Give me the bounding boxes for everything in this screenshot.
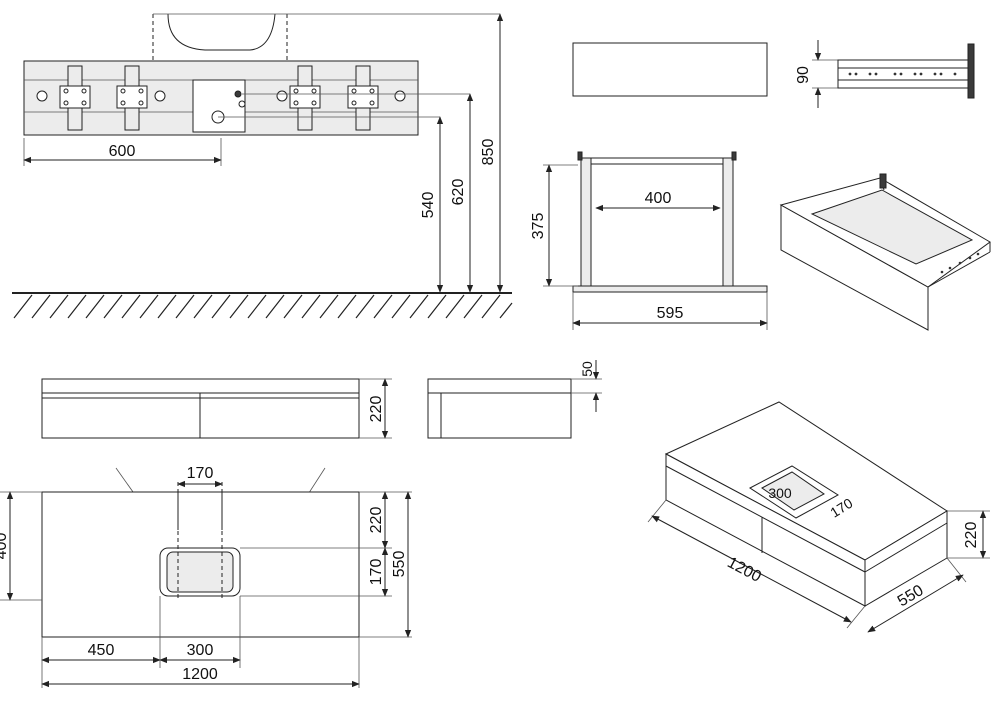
floor-hatch — [13, 294, 513, 319]
dim-620: 620 — [450, 179, 467, 206]
dim-1200-iso: 1200 — [724, 554, 763, 586]
vanity-isometric-view: 300 170 220 1200 550 — [647, 401, 990, 633]
drawer-side-view: 90 — [795, 40, 975, 108]
frame-section-view: 400 375 595 — [530, 151, 768, 330]
drawer-front-view — [572, 42, 768, 97]
dim-300-iso: 300 — [768, 485, 792, 501]
vanity-plan-view: 170 400 220 170 550 450 300 1200 — [0, 465, 412, 688]
bracket-1 — [59, 65, 91, 131]
dim-1200-plan: 1200 — [182, 666, 218, 683]
dim-375: 375 — [530, 213, 547, 240]
dim-450: 450 — [88, 642, 115, 659]
dim-90: 90 — [795, 66, 812, 84]
vanity-front-view: 220 — [41, 378, 392, 439]
dim-170-plan: 170 — [368, 559, 385, 586]
dim-600: 600 — [109, 143, 136, 160]
vanity-side-view: 50 — [427, 360, 602, 439]
drawer-isometric-view — [779, 173, 991, 331]
dim-220-iso: 220 — [963, 522, 980, 549]
dim-400-plan: 400 — [0, 533, 10, 560]
dim-550-plan: 550 — [391, 551, 408, 578]
dim-170-top: 170 — [187, 465, 214, 482]
bracket-3 — [289, 65, 321, 131]
wall-mount-view: 600 540 620 850 — [12, 13, 513, 319]
dim-400: 400 — [645, 190, 672, 207]
dim-850: 850 — [480, 139, 497, 166]
dim-220-front: 220 — [368, 396, 385, 423]
bracket-2 — [116, 65, 148, 131]
dim-595: 595 — [657, 305, 684, 322]
bracket-4 — [347, 65, 379, 131]
dim-540: 540 — [420, 192, 437, 219]
dim-220-plan: 220 — [368, 507, 385, 534]
dim-300-plan: 300 — [187, 642, 214, 659]
dim-50: 50 — [579, 361, 595, 377]
